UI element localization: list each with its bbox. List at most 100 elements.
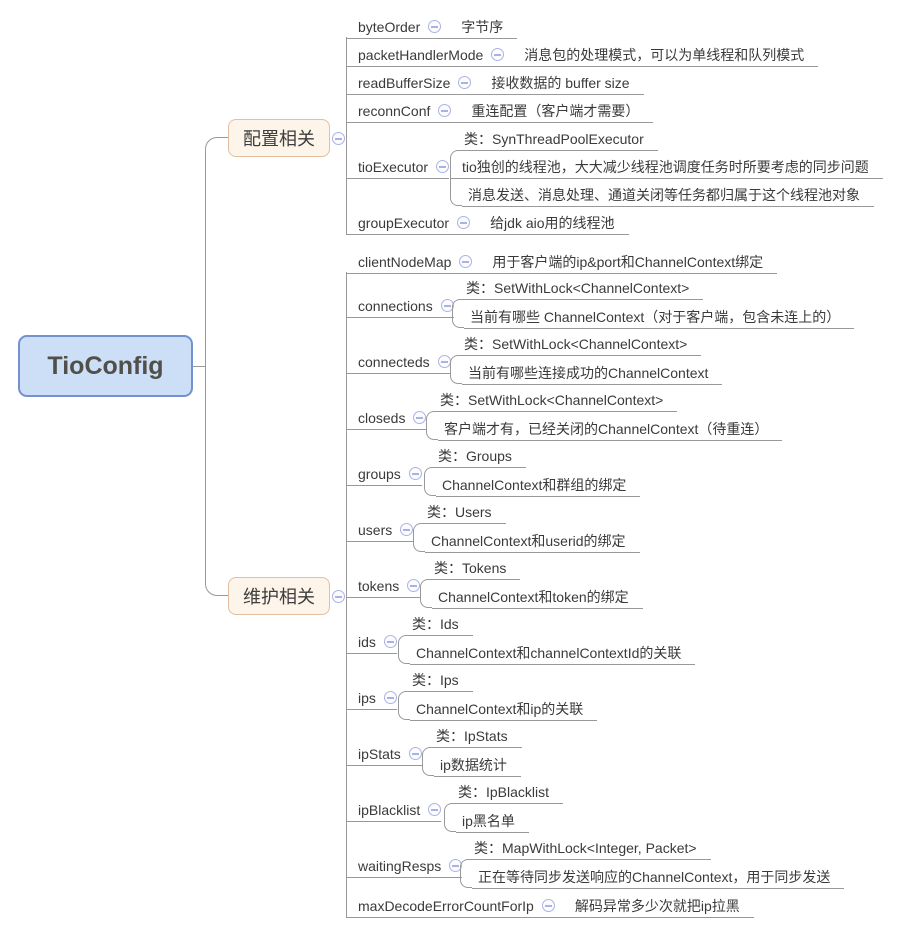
collapse-minus-icon[interactable] [332,590,345,603]
topic-label: tioExecutor [358,158,429,175]
type-node-ids[interactable]: 类：Ids [410,612,473,636]
desc-node-tokens[interactable]: ChannelContext和token的绑定 [432,585,643,609]
topic-desc: 消息发送、消息处理、通道关闭等任务都归属于这个线程池对象 [468,186,860,203]
collapse-minus-icon[interactable] [407,579,421,592]
topic-label: tokens [358,577,400,594]
type-node-waitingresps[interactable]: 类：MapWithLock<Integer, Packet> [472,836,711,860]
type-node-ipblacklist[interactable]: 类：IpBlacklist [456,780,564,804]
topic-ipblacklist[interactable]: ipBlacklist [346,798,442,822]
topic-desc: ChannelContext和ip的关联 [416,700,584,717]
topic-byteorder[interactable]: byteOrder 字节序 [346,15,518,39]
collapse-minus-icon[interactable] [436,160,450,173]
topic-desc: 用于客户端的ip&port和ChannelContext绑定 [492,253,764,270]
connector-elbow-down [398,653,410,664]
connector-elbow-down [450,178,462,206]
topic-tokens[interactable]: tokens [346,574,421,598]
desc-node-ipblacklist[interactable]: ip黑名单 [456,809,529,833]
topic-readbuffersize[interactable]: readBufferSize 接收数据的 buffer size [346,71,644,95]
connector-elbow-up [398,691,410,709]
topic-groups[interactable]: groups [346,462,422,486]
topic-label: clientNodeMap [358,253,452,270]
topic-label: users [358,521,393,538]
desc-node-groups[interactable]: ChannelContext和群组的绑定 [436,473,641,497]
type-node-tioexecutor[interactable]: 类：SynThreadPoolExecutor [462,127,658,151]
desc-node-closeds[interactable]: 客户端才有，已经关闭的ChannelContext（待重连） [438,417,783,441]
desc-node-tioexecutor-1[interactable]: tio独创的线程池，大大减少线程池调度任务时所要考虑的同步问题 [450,155,883,179]
type-node-ipstats[interactable]: 类：IpStats [434,724,522,748]
collapse-minus-icon[interactable] [400,523,414,536]
branch-label: 配置相关 [243,129,315,149]
connector-elbow-down [450,373,462,384]
topic-waitingresps[interactable]: waitingResps [346,854,463,878]
collapse-minus-icon[interactable] [438,104,452,117]
connector-elbow-up [426,411,438,429]
collapse-minus-icon[interactable] [383,691,397,704]
type-node-connections[interactable]: 类：SetWithLock<ChannelContext> [464,276,704,300]
type-node-connecteds[interactable]: 类：SetWithLock<ChannelContext> [462,332,702,356]
topic-connecteds[interactable]: connecteds [346,350,451,374]
collapse-minus-icon[interactable] [491,48,505,61]
branch-node-config[interactable]: 配置相关 [228,119,330,157]
topic-ips[interactable]: ips [346,686,397,710]
branch-node-maintain[interactable]: 维护相关 [228,577,330,615]
collapse-minus-icon[interactable] [428,20,442,33]
topic-maxdecodeerrorcountforip[interactable]: maxDecodeErrorCountForIp 解码异常多少次就把ip拉黑 [346,894,754,918]
type-node-tokens[interactable]: 类：Tokens [432,556,521,580]
connector-elbow-up [398,635,410,653]
collapse-minus-icon[interactable] [408,747,422,760]
connector-elbow-up [460,859,472,877]
topic-desc: ip数据统计 [440,756,507,773]
type-node-closeds[interactable]: 类：SetWithLock<ChannelContext> [438,388,678,412]
topic-users[interactable]: users [346,518,414,542]
collapse-minus-icon[interactable] [408,467,422,480]
collapse-minus-icon[interactable] [413,411,427,424]
desc-node-waitingresps[interactable]: 正在等待同步发送响应的ChannelContext，用于同步发送 [472,865,845,889]
connector-elbow-up [420,579,432,597]
desc-node-tioexecutor-2[interactable]: 消息发送、消息处理、通道关闭等任务都归属于这个线程池对象 [462,183,874,207]
type-node-ips[interactable]: 类：Ips [410,668,473,692]
desc-node-users[interactable]: ChannelContext和userid的绑定 [425,529,640,553]
collapse-minus-icon[interactable] [459,255,473,268]
topic-reconnconf[interactable]: reconnConf 重连配置（客户端才需要） [346,99,654,123]
desc-node-ids[interactable]: ChannelContext和channelContextId的关联 [410,641,696,665]
collapse-minus-icon[interactable] [458,76,472,89]
topic-groupexecutor[interactable]: groupExecutor 给jdk aio用的线程池 [346,211,629,235]
topic-label: connections [358,297,433,314]
collapse-minus-icon[interactable] [541,899,555,912]
connector-elbow-down [424,485,436,496]
connector-elbow-up [450,150,462,178]
connector-maintain-trunk [346,272,347,918]
type-node-groups[interactable]: 类：Groups [436,444,526,468]
type-node-users[interactable]: 类：Users [425,500,506,524]
collapse-minus-icon[interactable] [428,803,442,816]
desc-node-ipstats[interactable]: ip数据统计 [434,753,521,777]
topic-desc: 接收数据的 buffer size [491,74,630,91]
topic-label: waitingResps [358,857,442,874]
type-label: 类：IpStats [436,727,508,744]
type-label: 类：MapWithLock<Integer, Packet> [474,839,697,856]
connector-elbow-down [444,821,456,832]
type-label: 类：Users [427,503,492,520]
collapse-minus-icon[interactable] [332,132,345,145]
topic-label: byteOrder [358,18,421,35]
topic-desc: 解码异常多少次就把ip拉黑 [574,897,740,914]
type-label: 类：SetWithLock<ChannelContext> [466,279,690,296]
collapse-minus-icon[interactable] [437,355,451,368]
topic-tioexecutor[interactable]: tioExecutor [346,155,450,179]
topic-desc: ChannelContext和群组的绑定 [442,476,627,493]
topic-closeds[interactable]: closeds [346,406,427,430]
root-node[interactable]: TioConfig [18,335,193,397]
collapse-minus-icon[interactable] [383,635,397,648]
topic-clientnodemap[interactable]: clientNodeMap 用于客户端的ip&port和ChannelConte… [346,250,778,274]
topic-desc: 消息包的处理模式，可以为单线程和队列模式 [524,46,805,63]
desc-node-connections[interactable]: 当前有哪些 ChannelContext（对于客户端，包含未连上的） [464,305,855,329]
collapse-minus-icon[interactable] [457,216,471,229]
topic-ipstats[interactable]: ipStats [346,742,422,766]
topic-label: groupExecutor [358,214,450,231]
desc-node-connecteds[interactable]: 当前有哪些连接成功的ChannelContext [462,361,723,385]
topic-label: ips [358,689,376,706]
desc-node-ips[interactable]: ChannelContext和ip的关联 [410,697,598,721]
topic-connections[interactable]: connections [346,294,454,318]
topic-packethandlermode[interactable]: packetHandlerMode 消息包的处理模式，可以为单线程和队列模式 [346,43,819,67]
topic-ids[interactable]: ids [346,630,397,654]
